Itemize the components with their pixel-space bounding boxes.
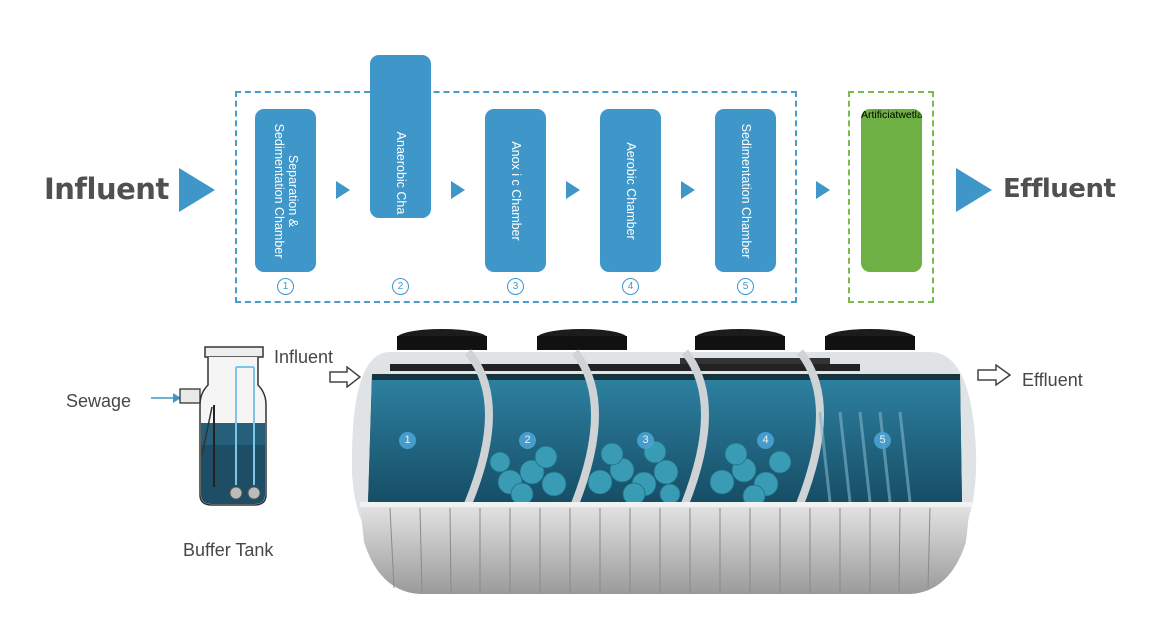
- flow-arrow-icon: [451, 181, 465, 199]
- chamber-4-box: Aerobic Chamber: [600, 109, 661, 272]
- treatment-process-box: [235, 91, 797, 303]
- flow-arrow-icon: [816, 181, 830, 199]
- chamber-4-number: 4: [622, 278, 639, 295]
- tank-influent-arrow-icon: [329, 366, 361, 388]
- flow-arrow-icon: [681, 181, 695, 199]
- chamber-5-box: Sedimentation Chamber: [715, 109, 776, 272]
- buffer-tank-label: Buffer Tank: [183, 540, 274, 560]
- artificial-wetland-label: Artificiatwetland(Optional): [861, 109, 922, 121]
- tank-effluent-label: Effluent: [1022, 370, 1083, 390]
- tank-chamber-3-number: 3: [637, 432, 654, 449]
- chamber-2-number: 2: [392, 278, 409, 295]
- chamber-1-number: 1: [277, 278, 294, 295]
- tank-chamber-2-number: 2: [519, 432, 536, 449]
- chamber-2-label: Anaerobic Cha: [393, 131, 408, 215]
- tank-chamber-5-number: 5: [874, 432, 891, 449]
- chamber-3-label: Anox i c Chamber: [508, 140, 523, 241]
- tank-chamber-4-number: 4: [757, 432, 774, 449]
- chamber-3-box: Anox i c Chamber: [485, 109, 546, 272]
- tank-chamber-1-number: 1: [399, 432, 416, 449]
- tank-effluent-arrow-icon: [977, 364, 1011, 386]
- sewage-label: Sewage: [66, 391, 132, 411]
- chamber-4-label: Aerobic Chamber: [623, 141, 638, 240]
- optional-stage-box: [848, 91, 934, 303]
- chamber-2-box: Anaerobic Cha: [370, 55, 431, 218]
- effluent-label: Effluent: [1003, 174, 1116, 204]
- sewage-inlet-arrow-icon: [151, 393, 181, 403]
- chamber-1-label: Separation & Sedimentation Chamber: [271, 123, 300, 258]
- chamber-5-number: 5: [737, 278, 754, 295]
- influent-label: Influent: [44, 172, 169, 206]
- flow-arrow-icon: [566, 181, 580, 199]
- artificial-wetland-box: Artificiatwetland(Optional): [861, 109, 922, 272]
- flow-arrow-icon: [336, 181, 350, 199]
- buffer-tank-icon: [179, 346, 267, 506]
- chamber-5-label: Sedimentation Chamber: [738, 123, 753, 258]
- septic-tank-illustration: [351, 329, 977, 594]
- effluent-arrow-icon: [956, 168, 992, 212]
- chamber-3-number: 3: [507, 278, 524, 295]
- chamber-1-box: Separation & Sedimentation Chamber: [255, 109, 316, 272]
- influent-arrow-icon: [179, 168, 215, 212]
- tank-influent-label: Influent: [274, 347, 334, 367]
